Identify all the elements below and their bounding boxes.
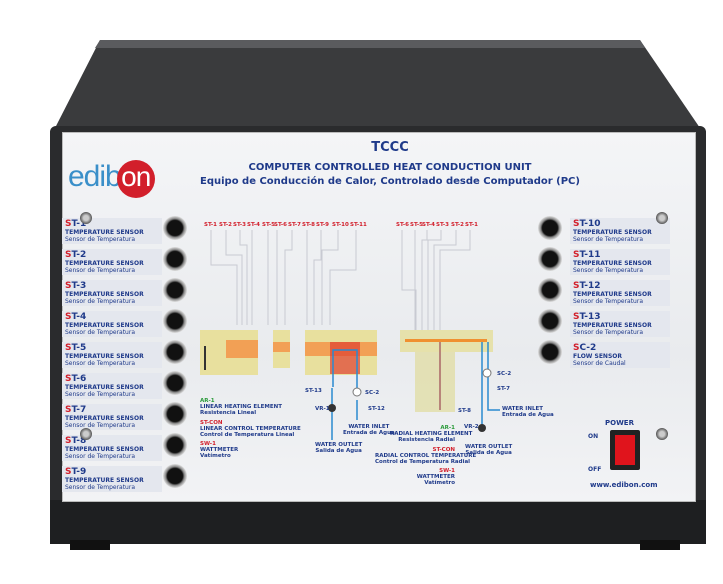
power-switch[interactable] [610,430,640,470]
radial-sensor-tag: ST-1 [465,222,479,228]
radial-sensor-tag: ST-2 [451,222,465,228]
sensor-connector[interactable] [538,216,562,240]
linear-sensor-tag: ST-10 [332,222,349,228]
radial-sensor-tag: ST-3 [436,222,450,228]
screw-icon [80,428,92,440]
sensor-connector[interactable] [538,278,562,302]
edibon-logo: edibon [68,160,155,198]
linear-sensor-tag: ST-11 [350,222,367,228]
power-label: POWER [605,419,634,427]
radial-st7-label: ST-7 [497,386,511,392]
radial-sensor-tag: ST-4 [422,222,436,228]
sensor-connector[interactable] [163,340,187,364]
sensor-connector[interactable] [163,278,187,302]
linear-sensor-tag: ST-5 [262,222,276,228]
linear-sensor-tag: ST-6 [274,222,288,228]
linear-sensor-tag: ST-1 [204,222,218,228]
vr2-label: VR-2 [464,424,479,430]
website: www.edibon.com [590,481,658,489]
linear-sensor-tag: ST-7 [288,222,302,228]
linear-sensor-tag: ST-4 [247,222,261,228]
linear-sensor-tag: ST-3 [233,222,247,228]
sensor-connector[interactable] [163,402,187,426]
linear-sensor-tag: ST-8 [302,222,316,228]
linear-sensor-tag: ST-9 [316,222,330,228]
sc2-label: SC-2 [365,390,380,396]
st12-label: ST-12 [368,406,385,412]
screw-icon [80,212,92,224]
power-switch-rocker[interactable] [615,435,635,465]
sensor-connector[interactable] [163,247,187,271]
radial-sensor-tag: ST-5 [410,222,424,228]
unit-code: TCCC [371,140,409,155]
screw-icon [656,212,668,224]
power-off-label: OFF [588,466,602,473]
radial-sensor-tag: ST-6 [396,222,410,228]
unit-title: COMPUTER CONTROLLED HEAT CONDUCTION UNIT [248,162,532,173]
unit-subtitle: Equipo de Conducción de Calor, Controlad… [200,176,580,187]
radial-sc2-label: SC-2 [497,371,512,377]
sensor-connector[interactable] [163,433,187,457]
sensor-connector[interactable] [163,216,187,240]
radial-st8-label: ST-8 [458,408,472,414]
linear-sensor-tag: ST-2 [219,222,233,228]
sensor-connector[interactable] [163,309,187,333]
sensor-connector[interactable] [538,309,562,333]
st13-label: ST-13 [305,388,322,394]
sensor-connector[interactable] [538,340,562,364]
power-on-label: ON [588,433,599,440]
screw-icon [656,428,668,440]
sensor-connector[interactable] [163,464,187,488]
vr1-label: VR-1 [315,406,330,412]
sensor-connector[interactable] [538,247,562,271]
sensor-connector[interactable] [163,371,187,395]
